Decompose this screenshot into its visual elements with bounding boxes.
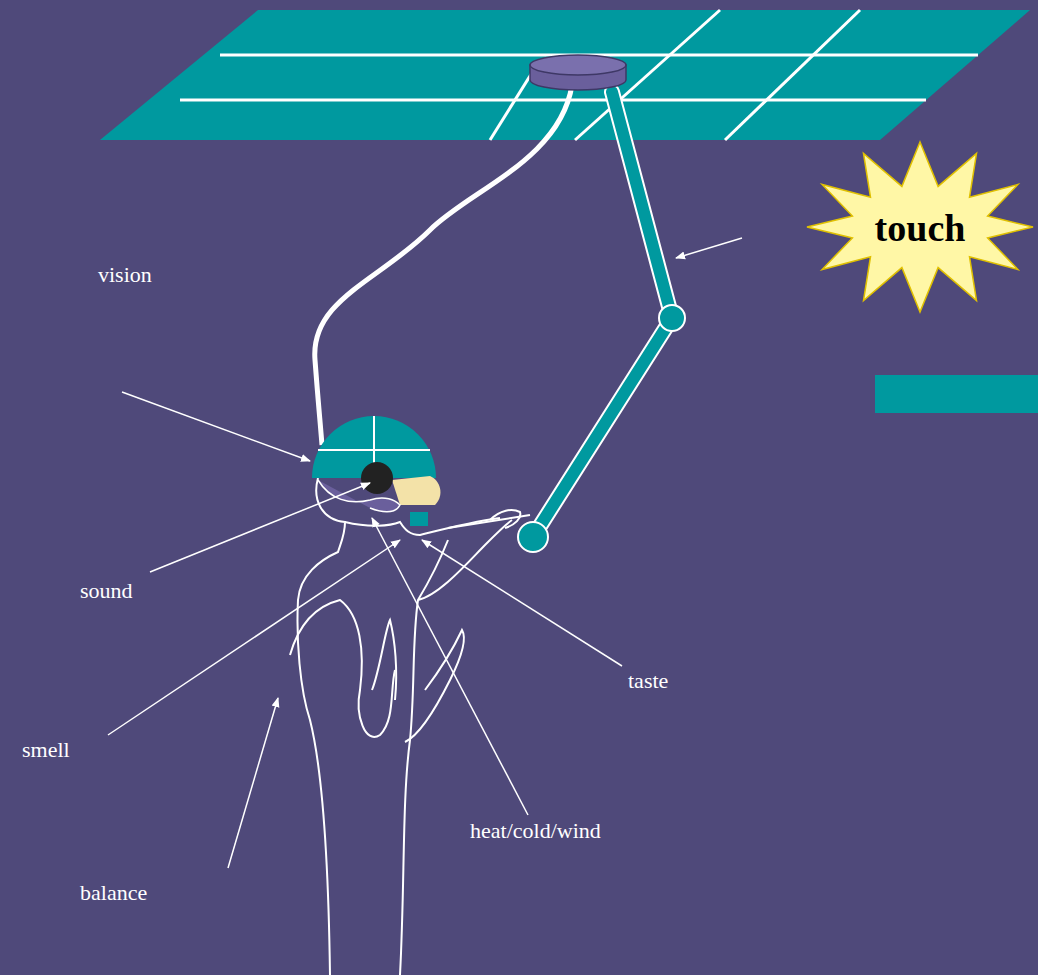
sense-label: taste xyxy=(628,668,668,694)
ceiling-panel xyxy=(100,10,1030,140)
sense-label: vision xyxy=(98,262,152,288)
sense-label: heat/cold/wind xyxy=(470,818,601,844)
sense-label: sound xyxy=(80,578,133,604)
sense-label: balance xyxy=(80,880,147,906)
ceiling-mount xyxy=(530,55,626,90)
person-figure xyxy=(290,478,530,975)
callout-text: touch xyxy=(875,206,966,250)
haptic-arm xyxy=(518,92,685,552)
cable xyxy=(315,85,572,445)
teal-bar xyxy=(875,375,1038,413)
leader-lines xyxy=(108,238,742,868)
vr-helmet xyxy=(312,416,440,526)
sense-label: smell xyxy=(22,737,70,763)
starburst-callout: touch xyxy=(805,140,1035,315)
